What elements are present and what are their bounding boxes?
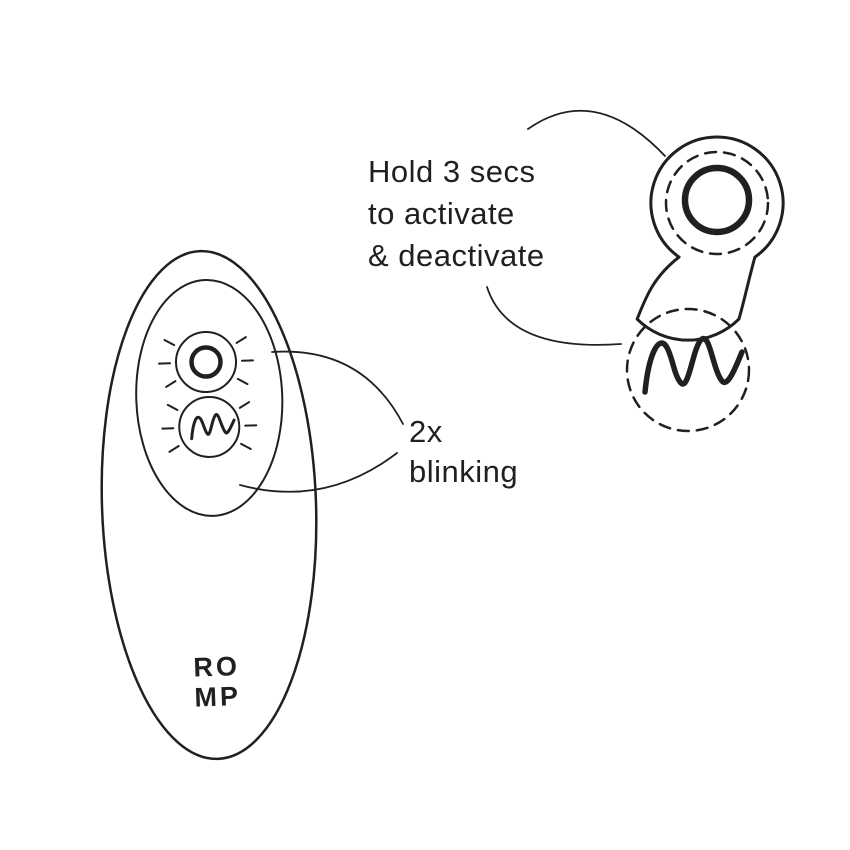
brand-line-2: MP — [194, 681, 242, 713]
blink-ray — [163, 338, 176, 347]
leader-line-blink-lower — [239, 452, 398, 493]
remote-device — [100, 249, 318, 761]
blink-ray — [240, 442, 252, 451]
callout-hold: Hold 3 secs to activate & deactivate — [368, 154, 545, 273]
brand-line-1: RO — [193, 651, 241, 683]
power-ring-icon — [189, 345, 223, 379]
power-ring-icon-large — [681, 164, 753, 236]
leader-line-hold-top — [527, 109, 666, 157]
blink-ray — [236, 377, 249, 386]
power-button-outer-circle — [175, 331, 238, 394]
blink-rays-mode — [161, 401, 258, 453]
callout-blinking: 2x blinking — [409, 414, 518, 489]
blink-ray — [238, 401, 251, 409]
blink-ray — [165, 380, 177, 388]
brand-wordmark: RO MP — [193, 651, 242, 713]
diagram-text: Hold 3 secs to activate & deactivate 2x … — [193, 154, 545, 713]
dashed-outline-bottom — [625, 307, 751, 433]
callout-hold-line-3: & deactivate — [368, 238, 545, 273]
remote-body-outline — [100, 249, 318, 761]
detail-silhouette-outline — [635, 135, 785, 342]
control-pad-detail — [625, 135, 785, 433]
control-panel-oval — [135, 278, 284, 517]
blink-ray — [166, 403, 179, 412]
blink-rays-power — [158, 336, 254, 388]
callout-hold-line-2: to activate — [368, 196, 515, 231]
power-button — [175, 331, 238, 394]
callout-blinking-line-2: blinking — [409, 454, 518, 489]
mode-button-circle — [178, 395, 241, 458]
blink-ray — [168, 445, 180, 453]
m-logo-icon — [190, 413, 236, 441]
leader-lines — [239, 109, 666, 493]
mode-button — [178, 395, 241, 458]
leader-line-hold-bottom — [486, 286, 622, 346]
callout-hold-line-1: Hold 3 secs — [368, 154, 535, 189]
m-logo-icon-large — [642, 336, 745, 395]
line-art — [100, 109, 785, 761]
leader-line-blink-upper — [271, 350, 404, 425]
dashed-outline-top — [664, 150, 770, 256]
callout-blinking-line-1: 2x — [409, 414, 443, 449]
blink-ray — [235, 336, 247, 344]
